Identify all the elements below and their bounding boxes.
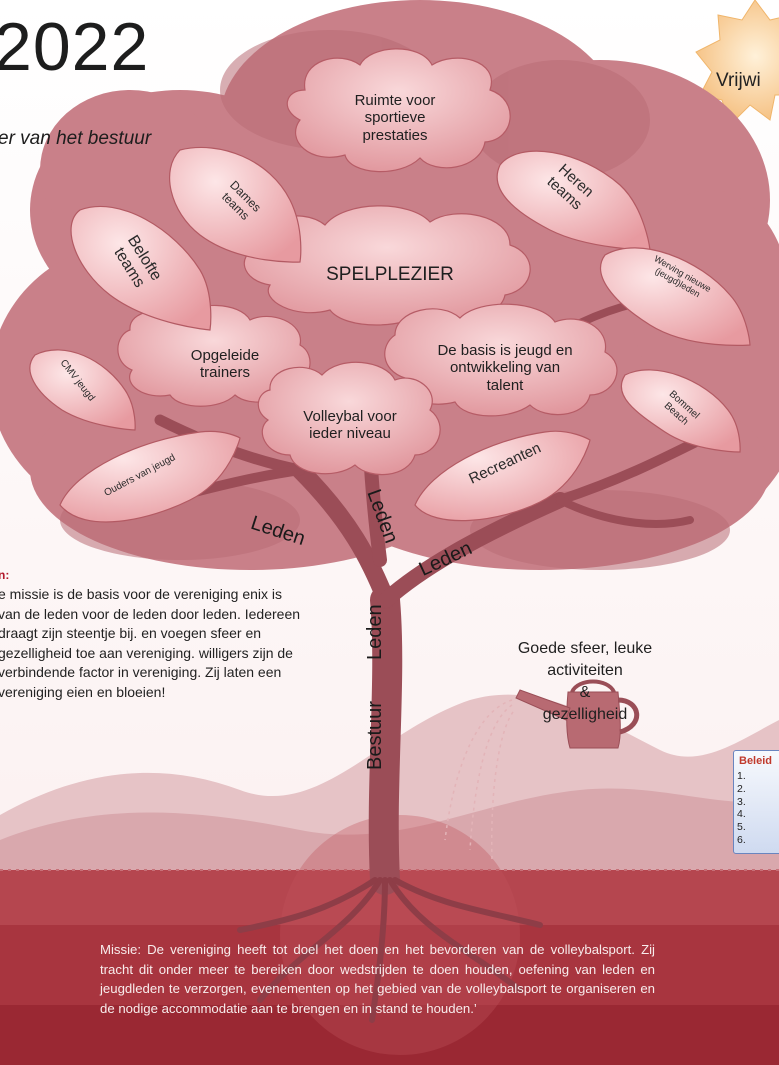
trunk-bestuur: Bestuur	[364, 701, 386, 770]
legend-text: e missie is de basis voor de vereniging …	[0, 586, 301, 700]
beleid-title: Beleid	[739, 755, 773, 767]
legend-title: n:	[0, 568, 10, 582]
page-title: 2022	[0, 9, 150, 85]
sun-label: Vrijwi	[716, 70, 761, 91]
watering-can-text: Goede sfeer, leuke activiteiten & gezell…	[500, 638, 670, 726]
can-line-3: &	[579, 684, 591, 701]
beleid-item: 3.	[737, 795, 746, 808]
watering-can-icon	[515, 679, 640, 749]
can-line-1: Goede sfeer, leuke	[517, 640, 653, 657]
beleid-box: Beleid 1. 2. 3. 4. 5. 6.	[733, 750, 779, 854]
page-subtitle: er van het bestuur	[0, 128, 152, 149]
cloud-jeugd: De basis is jeugd en ontwikkeling van ta…	[437, 342, 573, 394]
sun-icon	[695, 0, 779, 126]
cloud-niveau: Volleybal voor ieder niveau	[303, 407, 397, 442]
beleid-item: 6.	[737, 833, 746, 846]
beleid-item: 5.	[737, 821, 746, 834]
cloud-trainers: Opgeleide trainers	[190, 346, 260, 381]
branch-leden-trunk: Leden	[364, 604, 386, 660]
beleid-list: 1. 2. 3. 4. 5. 6.	[737, 770, 746, 847]
mission-statement: Missie: De vereniging heeft tot doel het…	[100, 942, 655, 1016]
cloud-prestaties: Ruimte voor sportieve prestaties	[354, 92, 436, 144]
can-line-4: gezelligheid	[542, 706, 628, 723]
cloud-spelplezier: SPELPLEZIER	[326, 264, 454, 286]
beleid-item: 4.	[737, 808, 746, 821]
can-line-2: activiteiten	[547, 662, 623, 679]
beleid-item: 2.	[737, 782, 746, 795]
beleid-item: 1.	[737, 770, 746, 782]
